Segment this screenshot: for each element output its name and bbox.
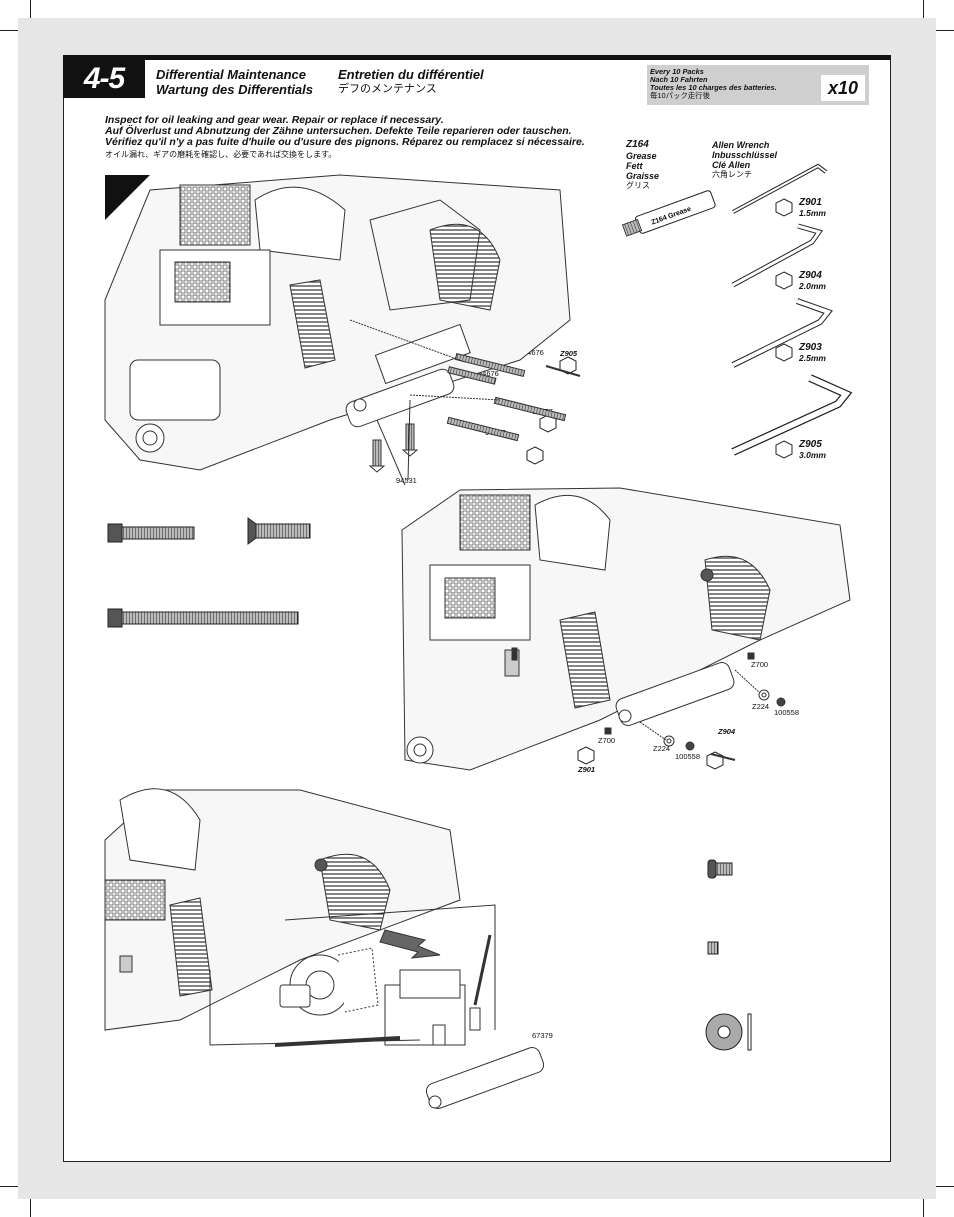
button-head-screw-icon bbox=[707, 859, 717, 879]
label-z901: Z901 bbox=[578, 765, 596, 774]
title-en: Differential Maintenance bbox=[156, 67, 307, 82]
hex-socket-icons bbox=[526, 198, 793, 770]
label-100558: 100558 bbox=[675, 752, 701, 761]
instructions: Inspect for oil leaking and gear wear. R… bbox=[105, 114, 585, 159]
chassis-drawing-1 bbox=[104, 174, 581, 486]
maintenance-text: Every 10 Packs Nach 10 Fahrten Toutes le… bbox=[650, 67, 777, 100]
crop-mark bbox=[923, 1199, 924, 1217]
crop-mark bbox=[0, 1186, 18, 1187]
title-jp: デフのメンテナンス bbox=[338, 83, 437, 95]
set-screw-icon bbox=[707, 941, 719, 955]
label-z224: Z224 bbox=[752, 702, 770, 711]
crop-mark bbox=[936, 1186, 954, 1187]
crop-mark bbox=[936, 30, 954, 31]
crop-mark bbox=[923, 0, 924, 18]
step-number: 4-5 bbox=[63, 60, 145, 98]
grease-code: Z164 bbox=[626, 139, 649, 150]
allen-labels: Allen Wrench Inbusschlüssel Clé Allen 六角… bbox=[712, 140, 778, 179]
label-100558: 100558 bbox=[774, 708, 800, 717]
label-z224: Z224 bbox=[653, 744, 671, 753]
label-94676: 94676 bbox=[478, 369, 499, 378]
crop-mark bbox=[30, 0, 31, 18]
label-z904: Z904 bbox=[718, 727, 736, 736]
title-fr: Entretien du différentiel bbox=[338, 67, 484, 82]
maintenance-count: x10 bbox=[821, 75, 865, 101]
screw-icons bbox=[107, 517, 311, 628]
crop-mark bbox=[0, 30, 18, 31]
label-67379: 67379 bbox=[532, 1031, 553, 1040]
title-de: Wartung des Differentials bbox=[156, 82, 313, 97]
crop-mark bbox=[30, 1199, 31, 1217]
label-94531: 94531 bbox=[396, 476, 417, 485]
label-z905: Z905 bbox=[560, 349, 578, 358]
small-part-icons bbox=[705, 859, 752, 1051]
grease-tube-icon: Z164 Grease bbox=[621, 190, 716, 237]
label-z700: Z700 bbox=[598, 736, 616, 745]
step-corner-marker bbox=[105, 175, 150, 220]
grease-labels: Grease Fett Graisse グリス bbox=[626, 151, 660, 190]
chassis-drawing-2 bbox=[401, 487, 851, 771]
allen-wrench-icons bbox=[731, 163, 853, 456]
header-rule bbox=[63, 55, 891, 60]
label-z700: Z700 bbox=[751, 660, 769, 669]
maintenance-interval-box: Every 10 Packs Nach 10 Fahrten Toutes le… bbox=[647, 65, 869, 105]
label-94676: 94676 bbox=[523, 348, 544, 357]
chassis-drawing-3 bbox=[104, 788, 545, 1109]
